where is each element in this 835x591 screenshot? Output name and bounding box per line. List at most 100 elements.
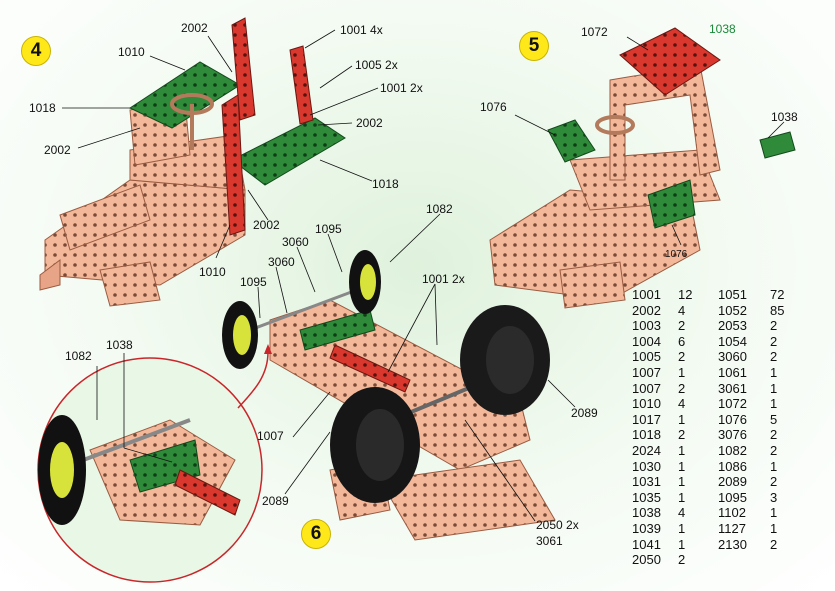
part-quantity	[770, 552, 810, 568]
part-label: 1072	[581, 25, 608, 39]
part-label: 3060	[268, 255, 295, 269]
part-quantity: 5	[770, 411, 778, 427]
part-quantity: 3	[770, 489, 778, 505]
part-label: 1001 2x	[380, 81, 423, 95]
part-quantity: 4	[678, 302, 686, 318]
part-number: 3076	[718, 427, 747, 443]
part-label: 2002	[253, 218, 280, 232]
part-number: 1052	[718, 302, 747, 318]
part-quantity: 2	[770, 427, 778, 443]
part-quantity: 1	[770, 520, 778, 536]
step6-model	[222, 250, 556, 541]
part-number: 1017	[632, 411, 661, 427]
part-label: 1082	[426, 202, 453, 216]
part-number: 1061	[718, 364, 747, 380]
part-label: 1038	[106, 338, 133, 352]
parts-list-row: 1018 2 3076 2	[632, 427, 810, 443]
part-quantity: 2	[770, 442, 778, 458]
part-number: 1035	[632, 489, 661, 505]
part-number: 1102	[718, 505, 746, 521]
part-quantity: 2	[678, 349, 686, 365]
part-quantity: 1	[678, 536, 686, 552]
parts-list-row: 1005 2 3060 2	[632, 349, 810, 365]
part-number: 1095	[718, 489, 747, 505]
part-quantity: 2	[678, 380, 686, 396]
step4-model	[39, 17, 346, 307]
part-number: 1127	[718, 520, 746, 536]
step-5-badge: 5	[519, 31, 549, 61]
part-number: 2130	[718, 536, 747, 552]
part-label: 1095	[240, 275, 267, 289]
part-number: 1086	[718, 458, 747, 474]
parts-list-row: 1017 1 1076 5	[632, 412, 810, 428]
part-quantity: 1	[678, 474, 686, 490]
parts-list-row: 2050 2	[632, 552, 810, 568]
step-4-badge: 4	[21, 36, 51, 66]
part-label: 3061	[536, 534, 563, 548]
part-quantity: 1	[678, 520, 686, 536]
part-label: 1010	[118, 45, 145, 59]
part-quantity: 2	[678, 427, 686, 443]
part-label: 2002	[181, 21, 208, 35]
part-number: 1054	[718, 333, 747, 349]
part-label: 1007	[257, 429, 284, 443]
part-number: 1031	[632, 474, 661, 490]
part-label: 1018	[372, 177, 399, 191]
part-number: 2050	[632, 552, 661, 568]
part-label: 1001 2x	[422, 272, 465, 286]
part-quantity: 6	[678, 333, 686, 349]
parts-list-row: 1004 6 1054 2	[632, 334, 810, 350]
part-label: 2002	[44, 143, 71, 157]
part-quantity: 2	[678, 318, 686, 334]
parts-list-row: 1039 1 1127 1	[632, 521, 810, 537]
part-quantity: 1	[678, 489, 686, 505]
part-quantity: 1	[770, 396, 778, 412]
part-label: 1001 4x	[340, 23, 383, 37]
part-number: 1005	[632, 349, 661, 365]
part-number: 1004	[632, 333, 661, 349]
part-number: 2089	[718, 474, 747, 490]
part-number: 1051	[718, 287, 747, 302]
part-quantity: 1	[770, 380, 778, 396]
part-number: 1041	[632, 536, 661, 552]
part-number: 1030	[632, 458, 661, 474]
parts-list-row: 1035 1 1095 3	[632, 490, 810, 506]
part-number: 1018	[632, 427, 661, 443]
part-label: 1076	[665, 249, 688, 260]
part-quantity: 1	[678, 442, 686, 458]
part-number: 1076	[718, 411, 747, 427]
part-label-highlight: 1038	[709, 22, 736, 36]
part-quantity: 2	[770, 474, 778, 490]
part-label: 2002	[356, 116, 383, 130]
parts-list-row: 1031 1 2089 2	[632, 474, 810, 490]
part-label: 2089	[262, 494, 289, 508]
part-number: 1038	[632, 505, 661, 521]
step-6-badge: 6	[301, 519, 331, 549]
part-quantity: 1	[770, 364, 778, 380]
part-quantity: 2	[770, 333, 778, 349]
part-quantity: 2	[678, 552, 686, 568]
part-number: 3060	[718, 349, 747, 365]
part-quantity: 2	[770, 318, 778, 334]
part-number: 1039	[632, 520, 661, 536]
part-label: 3060	[282, 235, 309, 249]
part-number: 2024	[632, 442, 661, 458]
part-number: 1003	[632, 318, 661, 334]
detail-circle	[37, 344, 272, 583]
part-number: 2002	[632, 302, 661, 318]
part-quantity: 2	[770, 349, 778, 365]
part-quantity: 1	[678, 364, 686, 380]
part-quantity: 1	[678, 411, 686, 427]
part-number	[718, 552, 770, 568]
part-label: 2050 2x	[536, 518, 579, 532]
